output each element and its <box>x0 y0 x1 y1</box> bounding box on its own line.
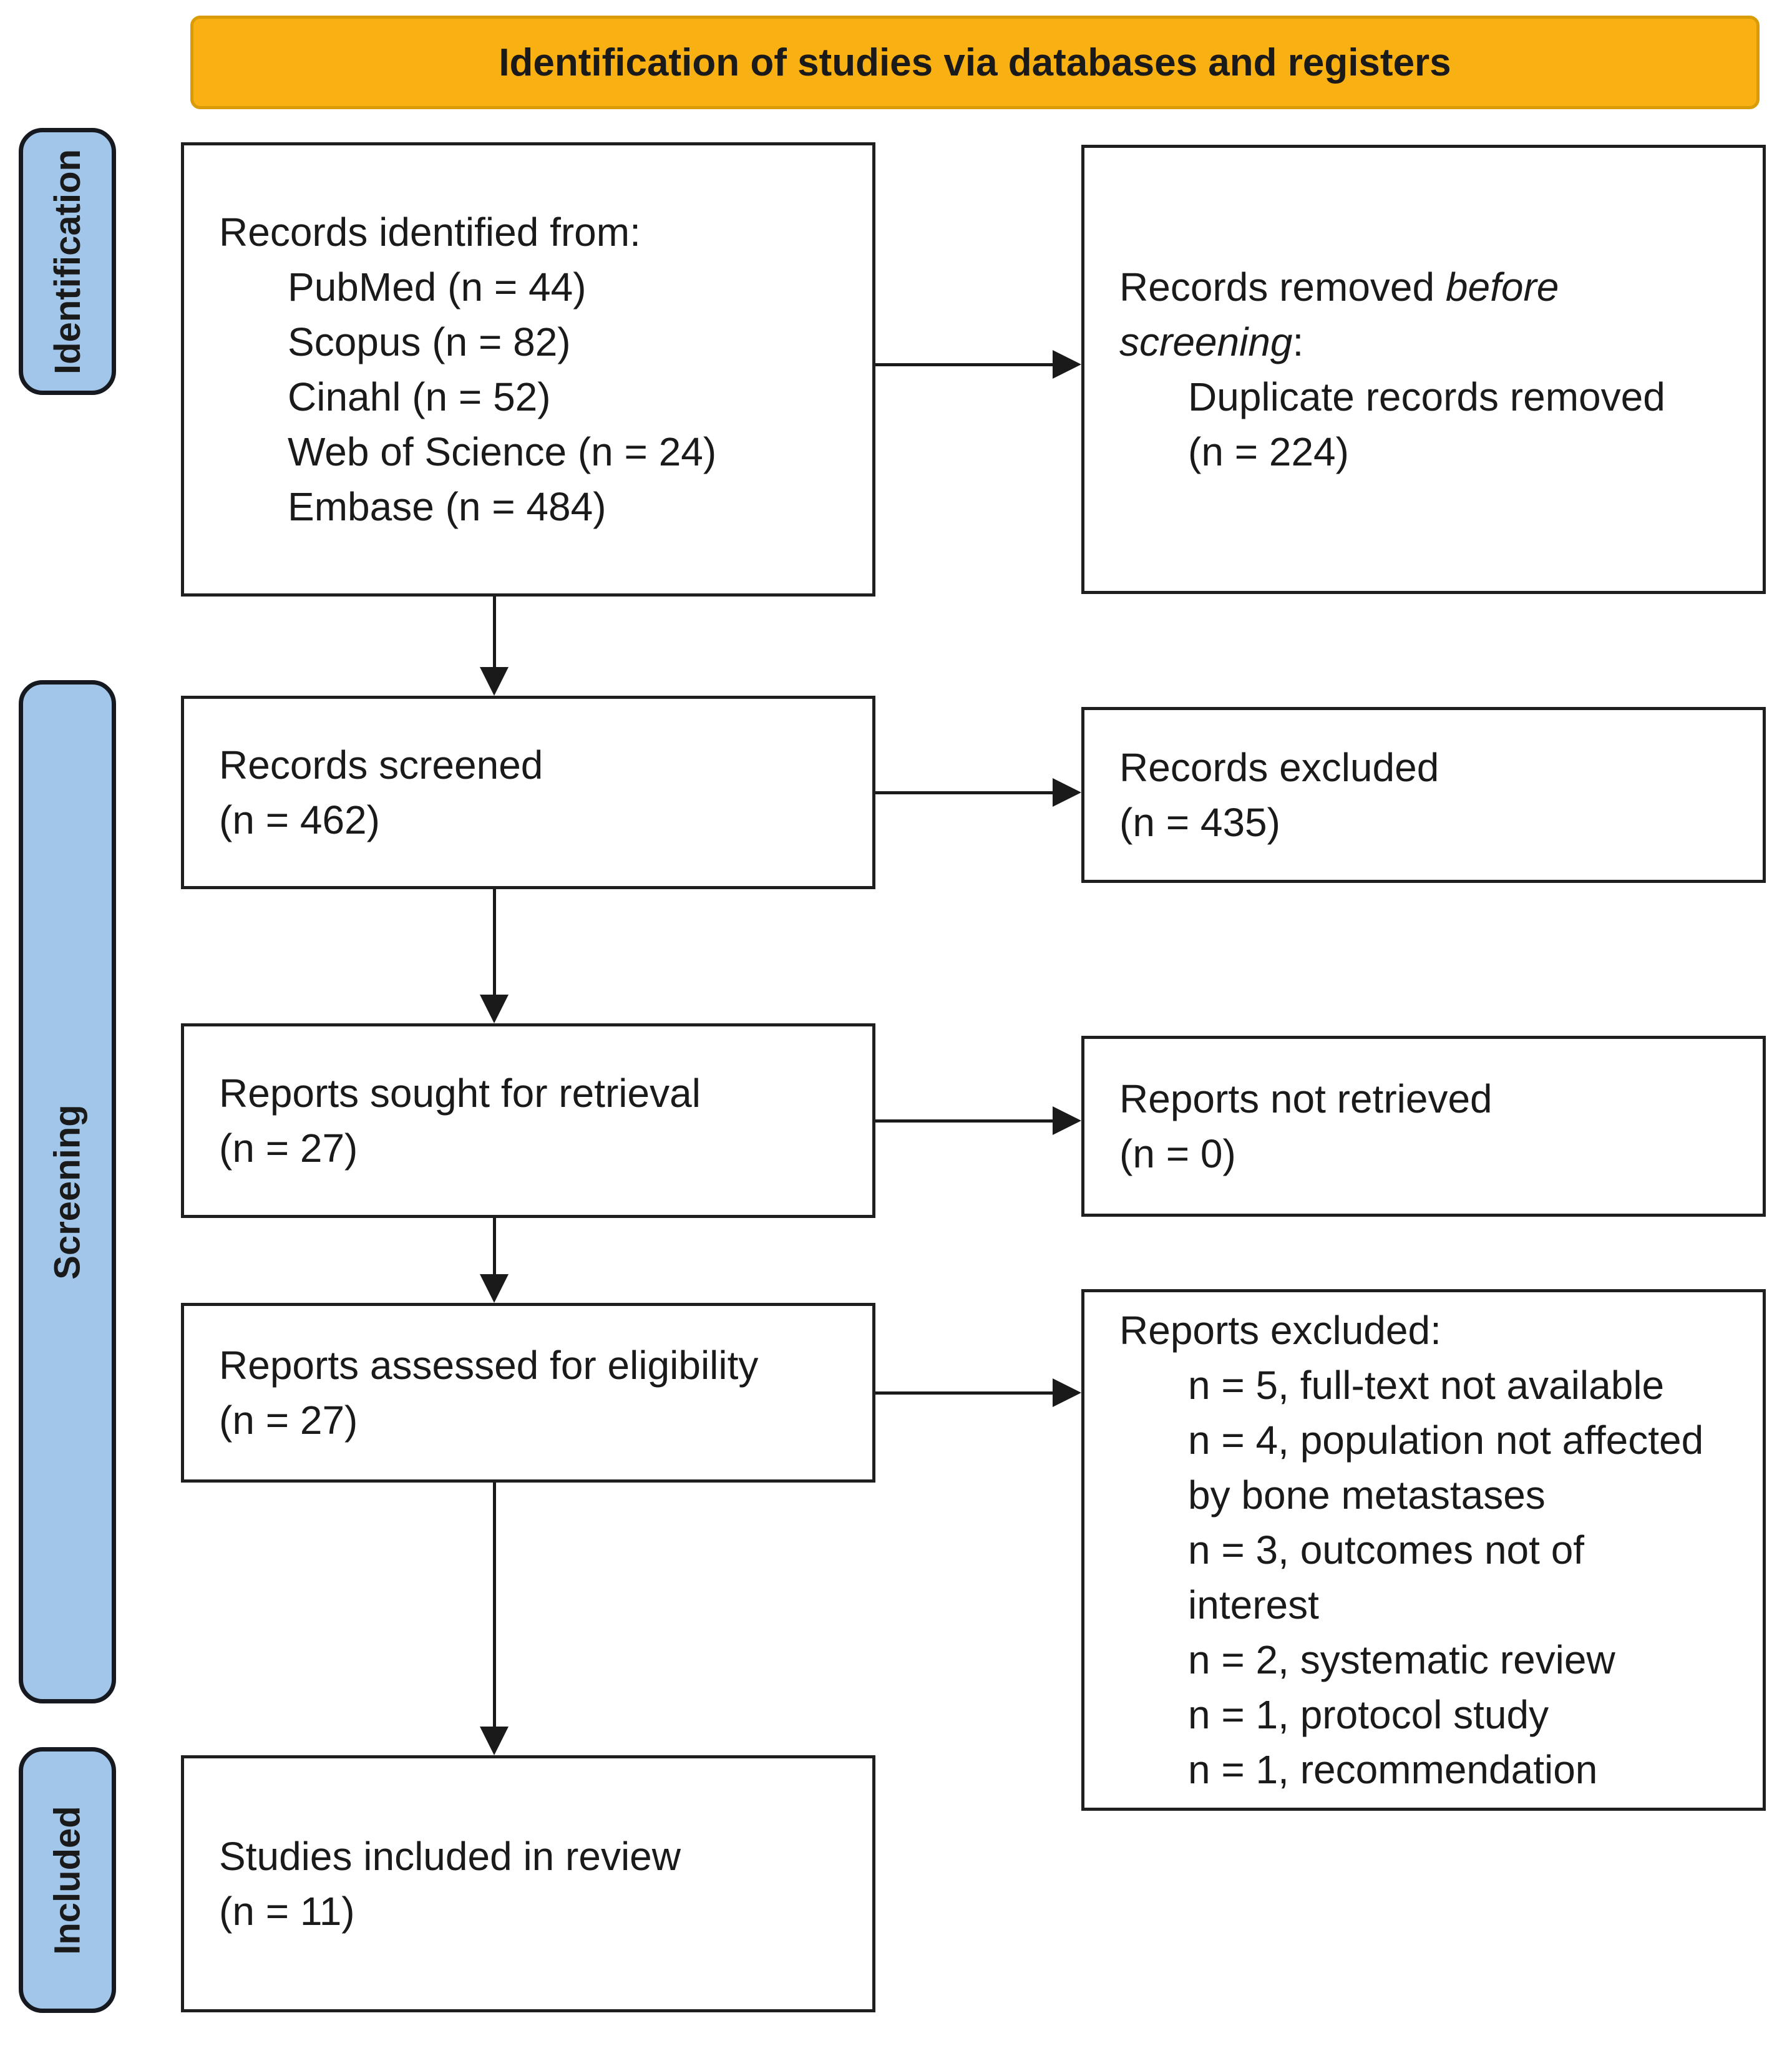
stage-label-text: Identification <box>47 149 88 374</box>
arrow-shaft <box>875 1391 1053 1395</box>
box-line: n = 4, population not affected <box>1188 1418 1704 1463</box>
box-line: screening: <box>1119 314 1745 369</box>
box-line: Records identified from: <box>219 210 641 255</box>
box-reports-assessed-for-eligibility: Reports assessed for eligibility (n = 27… <box>181 1303 875 1483</box>
arrow-shaft <box>492 1218 496 1274</box>
box-line: Embase (n = 484) <box>288 484 606 529</box>
arrow-shaft <box>492 1483 496 1727</box>
arrow-shaft <box>492 889 496 995</box>
box-line: Reports excluded: <box>1119 1308 1441 1353</box>
arrow-right-assessed-to-reports-excluded <box>875 1378 1081 1408</box>
arrow-right-identified-to-removed <box>875 349 1081 379</box>
box-line: n = 1, protocol study <box>1188 1692 1549 1737</box>
arrow-shaft <box>875 791 1053 794</box>
arrow-right-icon <box>1053 1378 1081 1407</box>
arrow-down-identified-to-screened <box>480 597 509 696</box>
box-line: n = 3, outcomes not of <box>1188 1527 1585 1572</box>
stage-label-screening: Screening <box>19 680 116 1703</box>
box-line-italic: before <box>1445 265 1559 309</box>
stage-label-text: Included <box>47 1805 88 1955</box>
box-line: Reports sought for retrieval <box>219 1071 701 1116</box>
box-line: interest <box>1188 1582 1319 1627</box>
box-reports-not-retrieved: Reports not retrieved (n = 0) <box>1081 1036 1766 1217</box>
box-studies-included-in-review: Studies included in review (n = 11) <box>181 1755 875 2012</box>
box-line: n = 5, full-text not available <box>1188 1363 1665 1408</box>
box-line: n = 1, recommendation <box>1188 1747 1598 1792</box>
box-reports-sought-for-retrieval: Reports sought for retrieval (n = 27) <box>181 1023 875 1218</box>
box-line-text: : <box>1292 319 1304 364</box>
arrow-right-sought-to-not-retrieved <box>875 1106 1081 1136</box>
box-line-text: Records removed <box>1119 265 1446 309</box>
box-line: n = 2, systematic review <box>1188 1637 1615 1682</box>
arrow-down-sought-to-assessed <box>480 1218 509 1303</box>
box-line: (n = 27) <box>219 1126 358 1171</box>
arrow-down-screened-to-sought <box>480 889 509 1023</box>
box-records-screened: Records screened (n = 462) <box>181 696 875 889</box>
arrow-down-icon <box>480 1274 509 1303</box>
box-line: Scopus (n = 82) <box>288 319 571 364</box>
arrow-down-assessed-to-included <box>480 1483 509 1755</box>
arrow-down-icon <box>480 1727 509 1755</box>
arrow-shaft <box>875 363 1053 366</box>
box-line: Studies included in review <box>219 1834 681 1879</box>
arrow-shaft <box>875 1119 1053 1123</box>
arrow-right-icon <box>1053 350 1081 379</box>
box-records-identified: Records identified from: PubMed (n = 44)… <box>181 142 875 597</box>
arrow-shaft <box>492 597 496 667</box>
box-records-removed-before-screening: Records removed before screening: Duplic… <box>1081 145 1766 594</box>
box-line: (n = 27) <box>219 1398 358 1443</box>
box-reports-excluded-reasons: Reports excluded: n = 5, full-text not a… <box>1081 1289 1766 1811</box>
box-line: Web of Science (n = 24) <box>288 429 717 474</box>
banner-title: Identification of studies via databases … <box>190 16 1760 109</box>
box-line: Records excluded <box>1119 745 1439 790</box>
arrow-right-icon <box>1053 778 1081 807</box>
stage-label-included: Included <box>19 1747 116 2013</box>
arrow-down-icon <box>480 667 509 696</box>
box-line: Duplicate records removed <box>1188 374 1665 419</box>
stage-label-text: Screening <box>47 1104 88 1280</box>
box-line: (n = 0) <box>1119 1131 1236 1176</box>
box-line: (n = 224) <box>1188 429 1349 474</box>
box-line-italic: screening <box>1119 319 1293 364</box>
box-line: Records removed before <box>1119 260 1745 314</box>
box-line: Reports assessed for eligibility <box>219 1343 759 1388</box>
box-line: (n = 435) <box>1119 800 1280 845</box>
box-records-excluded: Records excluded (n = 435) <box>1081 707 1766 883</box>
banner-title-text: Identification of studies via databases … <box>499 41 1451 84</box>
stage-label-identification: Identification <box>19 128 116 395</box>
box-line: (n = 11) <box>219 1889 355 1934</box>
box-line: PubMed (n = 44) <box>288 265 587 309</box>
arrow-right-icon <box>1053 1106 1081 1135</box>
arrow-right-screened-to-excluded <box>875 777 1081 807</box>
box-line: Reports not retrieved <box>1119 1076 1493 1121</box>
box-line: Records screened <box>219 743 543 787</box>
box-line: Cinahl (n = 52) <box>288 374 551 419</box>
box-line: by bone metastases <box>1188 1473 1546 1518</box>
box-line: (n = 462) <box>219 797 380 842</box>
arrow-down-icon <box>480 995 509 1023</box>
